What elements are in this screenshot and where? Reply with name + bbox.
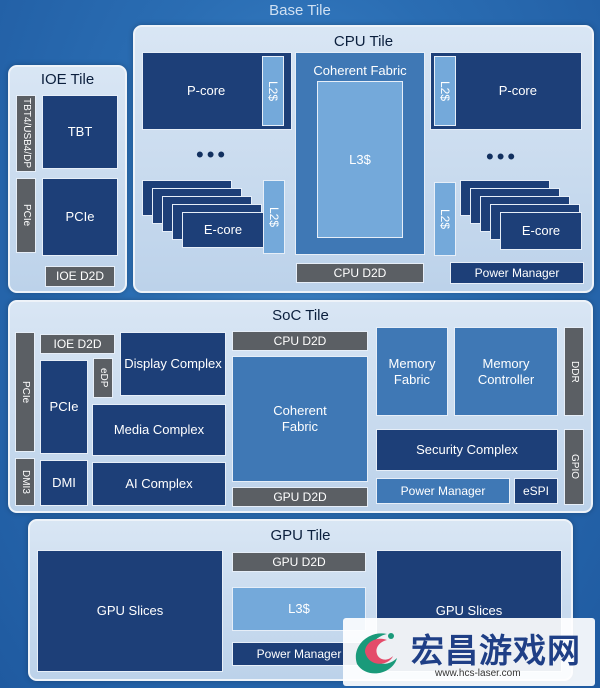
display-complex: Display Complex bbox=[120, 332, 226, 396]
cpu-right-dots: ••• bbox=[486, 144, 519, 169]
cpu-left-dots: ••• bbox=[196, 142, 229, 167]
ecore-right: E-core bbox=[500, 212, 582, 250]
cpu-power-manager: Power Manager bbox=[450, 262, 584, 284]
soc-gpio-label: GPIO bbox=[564, 429, 584, 505]
memory-controller: Memory Controller bbox=[454, 327, 558, 416]
soc-espi: eSPI bbox=[514, 478, 558, 504]
ioe-d2d: IOE D2D bbox=[45, 266, 115, 287]
ecore-left-l2: L2$ bbox=[263, 180, 285, 254]
soc-dmi-block: DMI bbox=[40, 460, 88, 506]
soc-power-manager: Power Manager bbox=[376, 478, 510, 504]
cpu-d2d: CPU D2D bbox=[296, 263, 424, 283]
gpu-d2d: GPU D2D bbox=[232, 552, 366, 572]
ioe-pcie-side-label: PCIe bbox=[16, 178, 36, 253]
watermark: 宏昌游戏网 www.hcs-laser.com bbox=[343, 618, 595, 686]
gpu-slices-left: GPU Slices bbox=[37, 550, 223, 672]
cpu-l3-cache: L3$ bbox=[317, 81, 403, 238]
soc-cpu-d2d: CPU D2D bbox=[232, 331, 368, 351]
pcore-left-l2: L2$ bbox=[262, 56, 284, 126]
soc-tile-title: SoC Tile bbox=[272, 307, 329, 324]
soc-edp-label: eDP bbox=[93, 358, 113, 398]
ioe-tbt-block: TBT bbox=[42, 95, 118, 169]
base-tile-title: Base Tile bbox=[269, 2, 331, 19]
memory-fabric: Memory Fabric bbox=[376, 327, 448, 416]
cpu-tile-title: CPU Tile bbox=[333, 33, 394, 50]
gpu-tile-title: GPU Tile bbox=[270, 527, 331, 544]
soc-ddr-label: DDR bbox=[564, 327, 584, 416]
soc-coherent-fabric: Coherent Fabric bbox=[232, 356, 368, 482]
ecore-left: E-core bbox=[182, 212, 264, 248]
ioe-port-label: TBT4/USB4/DP bbox=[16, 95, 36, 172]
ecore-right-l2: L2$ bbox=[434, 182, 456, 256]
media-complex: Media Complex bbox=[92, 404, 226, 456]
ai-complex: AI Complex bbox=[92, 462, 226, 506]
pcore-right-label: P-core bbox=[498, 83, 537, 99]
soc-dmi-side-label: DMI3 bbox=[15, 458, 35, 506]
pcore-left-label: P-core bbox=[187, 83, 226, 99]
pcore-right-l2: L2$ bbox=[434, 56, 456, 126]
soc-pcie-block: PCIe bbox=[40, 360, 88, 454]
watermark-url: www.hcs-laser.com bbox=[435, 668, 521, 679]
ioe-tile-title: IOE Tile bbox=[40, 71, 95, 88]
soc-gpu-d2d: GPU D2D bbox=[232, 487, 368, 507]
ioe-pcie-block: PCIe bbox=[42, 178, 118, 256]
soc-pcie-side-label: PCIe bbox=[15, 332, 35, 452]
cpu-fabric-label: Coherent Fabric bbox=[313, 63, 407, 78]
soc-ioe-d2d: IOE D2D bbox=[40, 334, 115, 354]
security-complex: Security Complex bbox=[376, 429, 558, 471]
watermark-site-name: 宏昌游戏网 bbox=[411, 631, 581, 670]
watermark-logo-icon bbox=[355, 633, 397, 674]
